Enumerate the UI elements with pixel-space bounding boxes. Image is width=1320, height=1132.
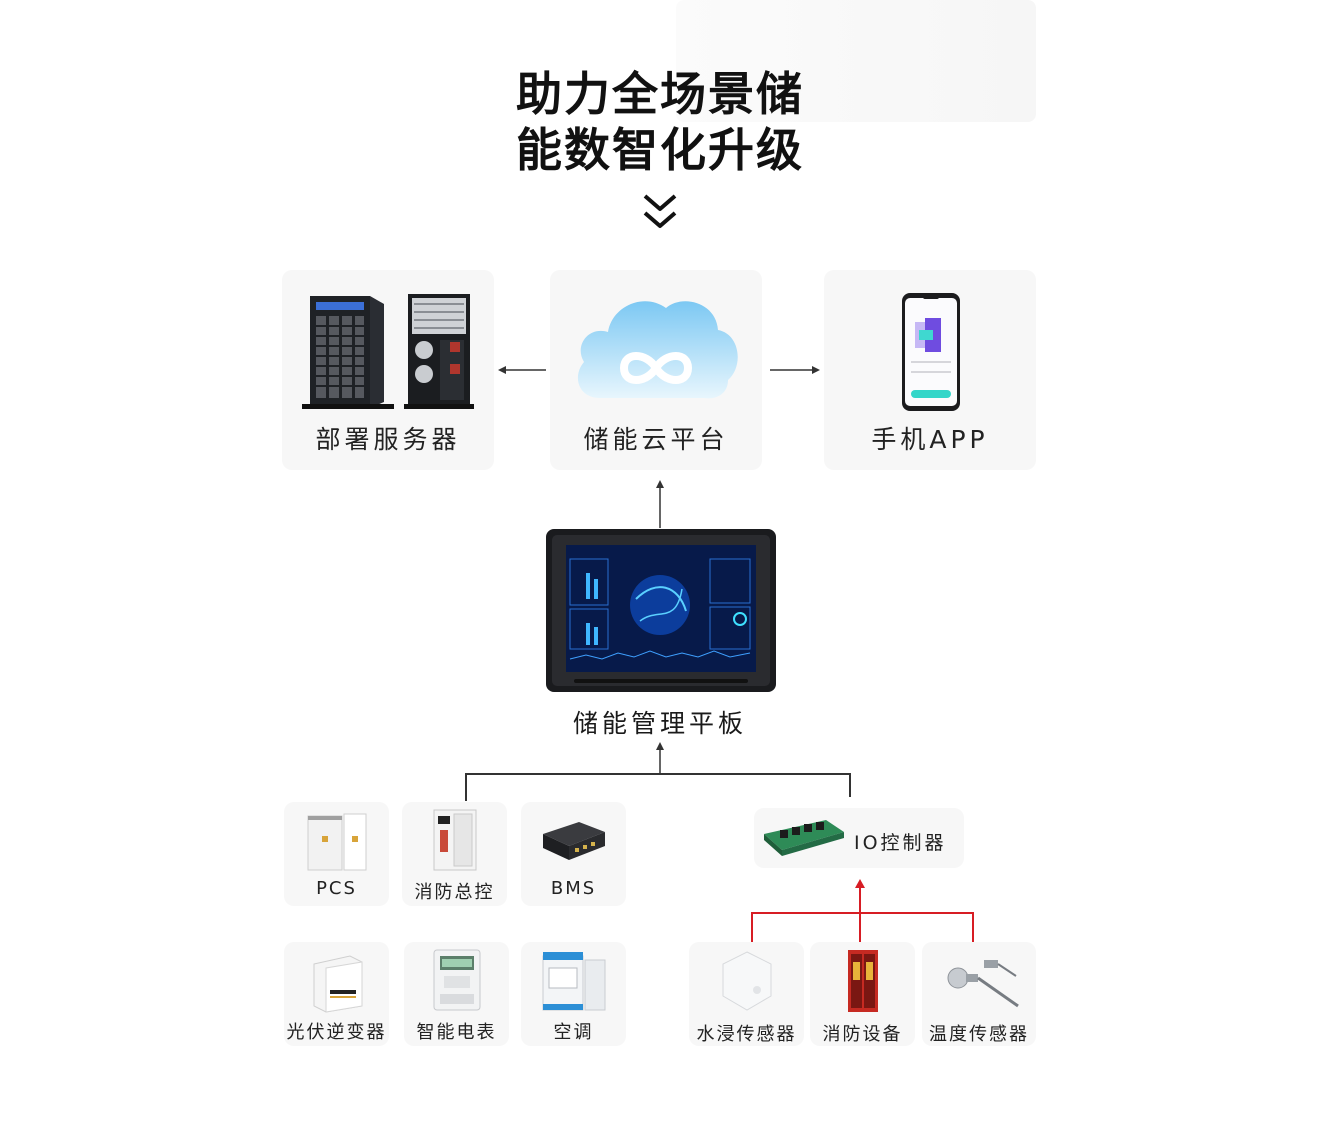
red-connector-left [751,912,753,942]
servers-label: 部署服务器 [282,420,494,456]
device-label-inverter: 光伏逆变器 [284,1018,389,1044]
arrow-to-servers [496,364,548,376]
cloud-label: 储能云平台 [550,420,762,456]
device-label-pcs: PCS [284,878,389,899]
device-label-fire-control: 消防总控 [402,878,507,904]
red-arrow-to-io [854,878,866,914]
smart-meter-icon [432,948,482,1012]
device-label-bms: BMS [521,878,626,899]
device-card-bms[interactable]: BMS [521,802,626,906]
io-controller-label: IO控制器 [854,828,947,855]
bms-box-icon [539,820,609,862]
title-line-2: 能数智化升级 [0,122,1320,178]
tablet-icon [546,529,776,692]
red-connector-middle [859,912,861,942]
water-sensor-icon [719,950,775,1012]
tablet-label: 储能管理平板 [500,704,820,740]
arrow-to-app [768,364,822,376]
device-label-fire-equipment: 消防设备 [810,1020,915,1046]
device-label-air-conditioner: 空调 [521,1018,626,1044]
double-chevron-down-icon [642,193,678,231]
device-card-smart-meter[interactable]: 智能电表 [404,942,509,1046]
arrow-to-cloud [654,478,666,530]
device-card-fire-equipment[interactable]: 消防设备 [810,942,915,1046]
connector-left-drop [465,773,467,801]
servers-card[interactable]: 部署服务器 [282,270,494,470]
device-card-fire-control[interactable]: 消防总控 [402,802,507,906]
temperature-sensor-icon [940,956,1020,1010]
device-card-pcs[interactable]: PCS [284,802,389,906]
title-line-1: 助力全场景储 [0,66,1320,122]
connector-right-drop [849,773,851,797]
device-label-smart-meter: 智能电表 [404,1018,509,1044]
device-card-water-sensor[interactable]: 水浸传感器 [689,942,804,1046]
cloud-icon [570,290,742,410]
smartphone-icon [901,292,961,412]
app-card[interactable]: 手机APP [824,270,1036,470]
cloud-card[interactable]: 储能云平台 [550,270,762,470]
fire-control-cabinet-icon [432,808,478,872]
app-label: 手机APP [824,420,1036,456]
io-controller-card[interactable]: IO控制器 [754,808,964,868]
device-label-water-sensor: 水浸传感器 [689,1020,804,1046]
io-board-icon [762,816,846,860]
page-title: 助力全场景储 能数智化升级 [0,66,1320,178]
device-card-inverter[interactable]: 光伏逆变器 [284,942,389,1046]
server-icon [300,290,480,412]
device-label-temperature-sensor: 温度传感器 [922,1020,1036,1046]
device-card-air-conditioner[interactable]: 空调 [521,942,626,1046]
inverter-icon [310,954,366,1014]
pcs-cabinet-icon [306,812,368,870]
fire-equipment-icon [846,948,880,1014]
air-conditioner-icon [539,950,609,1012]
tablet-device[interactable] [546,529,776,692]
red-connector-right [972,912,974,942]
device-card-temperature-sensor[interactable]: 温度传感器 [922,942,1036,1046]
arrow-to-tablet [654,740,666,776]
